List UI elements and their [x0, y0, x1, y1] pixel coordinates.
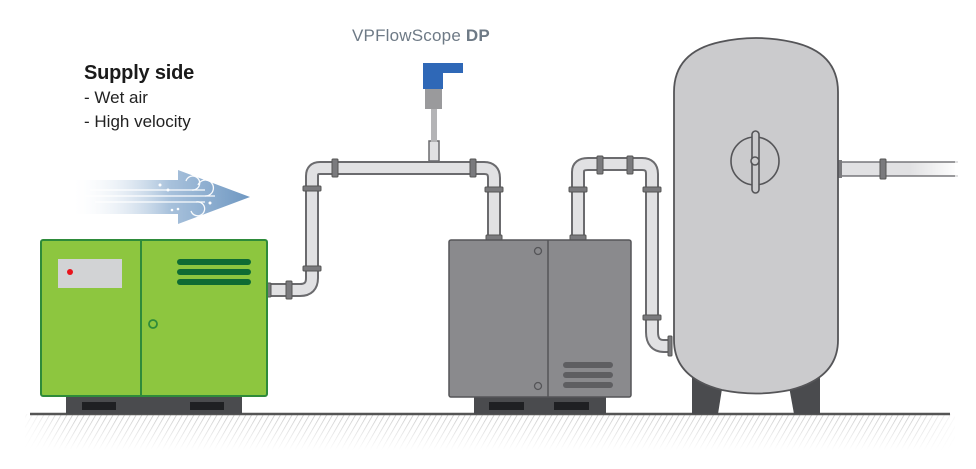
sensor-name-label: VPFlowScope DP	[352, 26, 490, 46]
supply-side-bullet: - Wet air	[84, 88, 148, 107]
pipe-tank-outlet	[838, 158, 976, 180]
supply-side-bullet: - High velocity	[84, 112, 191, 131]
manhole-icon	[730, 130, 780, 194]
sensor-name-bold: DP	[465, 26, 490, 45]
receiver-tank	[673, 37, 839, 414]
supply-side-label: Supply side - Wet air - High velocity	[84, 60, 194, 134]
door-handle-icon	[148, 319, 158, 329]
dryer	[448, 239, 632, 414]
vent-grille-icon	[177, 259, 251, 285]
compressor	[40, 239, 268, 414]
floor	[20, 412, 960, 450]
indicator-light-icon	[67, 269, 73, 275]
airflow-arrow-icon	[70, 170, 250, 224]
vent-grille-icon	[563, 362, 613, 388]
sensor-name-regular: VPFlowScope	[352, 26, 466, 45]
pipe-compressor-to-dryer	[266, 158, 504, 300]
vpflowscope-dp-sensor	[423, 63, 463, 162]
supply-side-heading: Supply side	[84, 62, 195, 84]
pipe-dryer-to-tank	[568, 155, 673, 357]
